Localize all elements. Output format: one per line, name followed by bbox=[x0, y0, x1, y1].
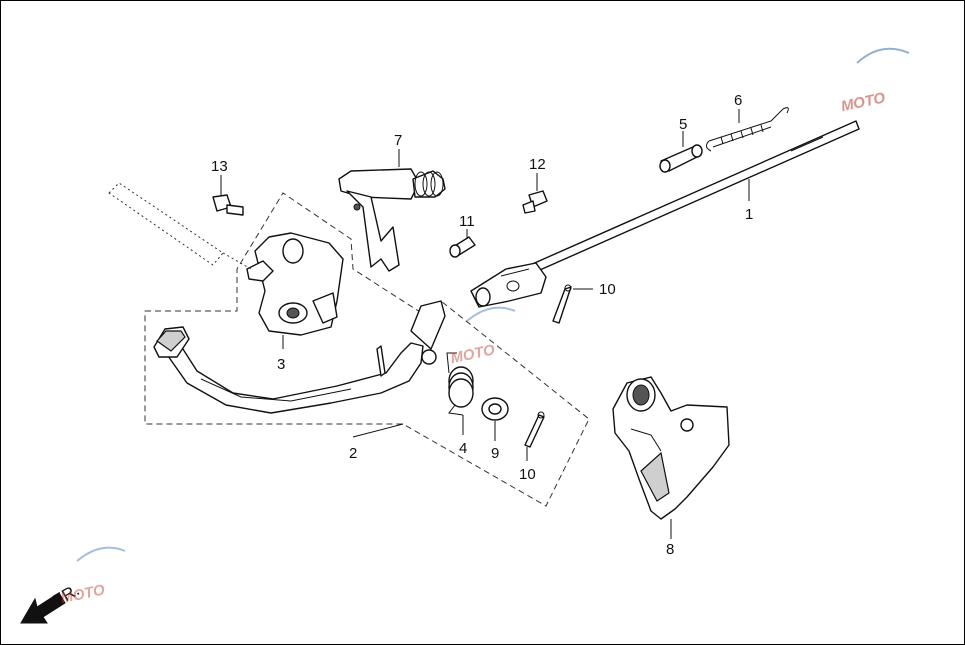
callout-10-lower: 10 bbox=[519, 466, 536, 483]
watermark-brand-center: MOTO bbox=[449, 341, 497, 367]
brake-pedal-part-2 bbox=[153, 300, 446, 414]
assembly-outline bbox=[144, 192, 590, 507]
cotter-pin-part-10-lower bbox=[524, 411, 545, 448]
rear-bracket-part-8 bbox=[612, 376, 730, 520]
callout-13: 13 bbox=[211, 158, 228, 175]
callout-11: 11 bbox=[459, 213, 475, 230]
leader-lines bbox=[220, 109, 750, 539]
callout-10-upper: 10 bbox=[599, 281, 616, 298]
callout-8: 8 bbox=[666, 541, 674, 558]
watermark-logo-center: MOTO bbox=[449, 306, 516, 367]
switch-part-7 bbox=[338, 168, 446, 272]
clevis-pin-part-11 bbox=[449, 236, 476, 258]
callout-2: 2 bbox=[349, 445, 357, 462]
washer-part-9 bbox=[481, 397, 509, 421]
return-spring-part-6 bbox=[705, 107, 789, 152]
watermark-brand-top: MOTO bbox=[839, 89, 887, 115]
callout-6: 6 bbox=[734, 92, 742, 109]
pivot-bracket-part-3 bbox=[246, 232, 344, 336]
callout-1: 1 bbox=[745, 206, 753, 223]
bolt-part-13 bbox=[212, 194, 244, 216]
bolt-part-12 bbox=[522, 190, 548, 214]
watermark-logo-top: MOTO bbox=[839, 47, 910, 115]
spring-part-4 bbox=[446, 352, 474, 416]
pivot-bolt-outline bbox=[108, 182, 252, 270]
callout-9: 9 bbox=[491, 445, 499, 462]
callout-12: 12 bbox=[529, 156, 546, 173]
front-arrow-icon bbox=[20, 592, 66, 624]
callout-7: 7 bbox=[394, 132, 402, 149]
cotter-pin-part-10-upper bbox=[552, 284, 572, 324]
callout-5: 5 bbox=[679, 116, 687, 133]
watermark-logo-bottom: MOTO bbox=[59, 546, 126, 607]
callout-4: 4 bbox=[459, 440, 467, 457]
sleeve-part-5 bbox=[659, 144, 703, 173]
callout-3: 3 bbox=[277, 356, 285, 373]
rod-part-1 bbox=[470, 120, 860, 308]
